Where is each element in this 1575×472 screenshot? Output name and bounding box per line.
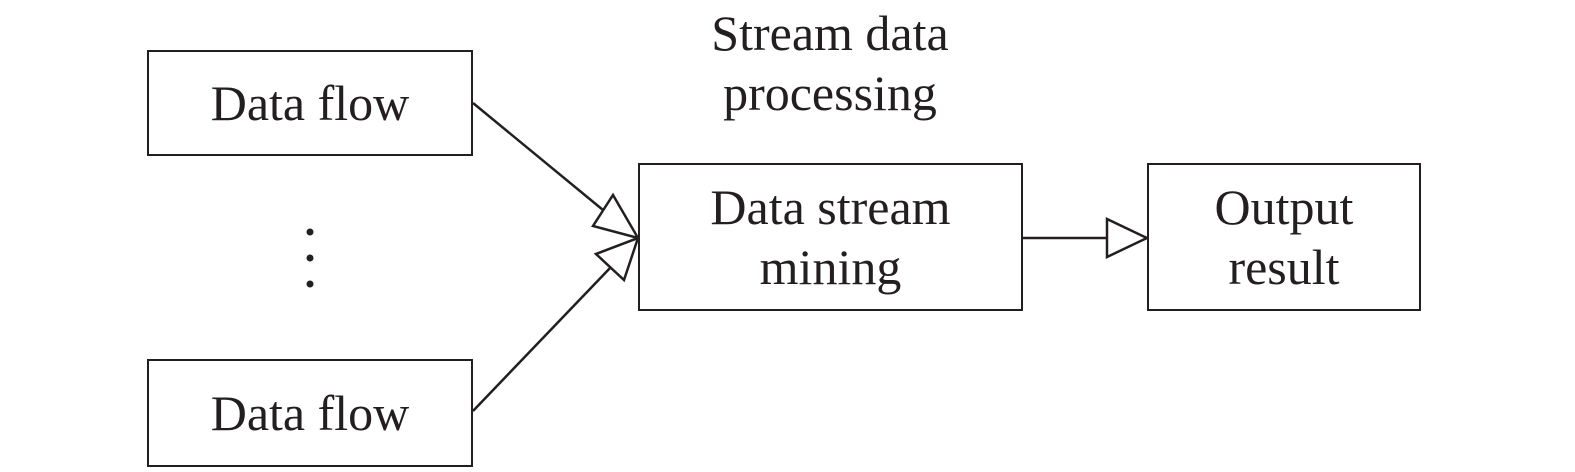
output-label-line-2: result: [1228, 239, 1340, 295]
ellipsis-dot: [306, 280, 314, 288]
ellipsis-dots: [306, 228, 314, 288]
caption-line-1: Stream data: [711, 5, 949, 61]
stream-processing-caption: Stream data processing: [650, 3, 1010, 123]
arrowhead-flow-bottom: [593, 235, 641, 283]
arrow-line-flow-top-to-mining: [472, 102, 604, 211]
arrowhead-output: [1105, 217, 1150, 259]
mining-label-line-2: mining: [759, 239, 902, 295]
arrowhead-flow-top: [591, 192, 641, 240]
mining-label-line-1: Data stream: [710, 179, 951, 235]
data-flow-label: Data flow: [210, 385, 410, 441]
data-flow-node-top: Data flow: [147, 50, 473, 156]
arrow-line-flow-bottom-to-mining: [472, 266, 612, 412]
data-flow-node-bottom: Data flow: [147, 359, 473, 467]
data-stream-mining-node: Data stream mining: [638, 163, 1023, 311]
caption-line-2: processing: [723, 65, 937, 121]
ellipsis-dot: [306, 254, 314, 262]
output-label-line-1: Output: [1214, 179, 1354, 235]
ellipsis-dot: [306, 228, 314, 236]
output-result-node: Output result: [1147, 163, 1421, 311]
data-flow-label: Data flow: [210, 75, 410, 131]
